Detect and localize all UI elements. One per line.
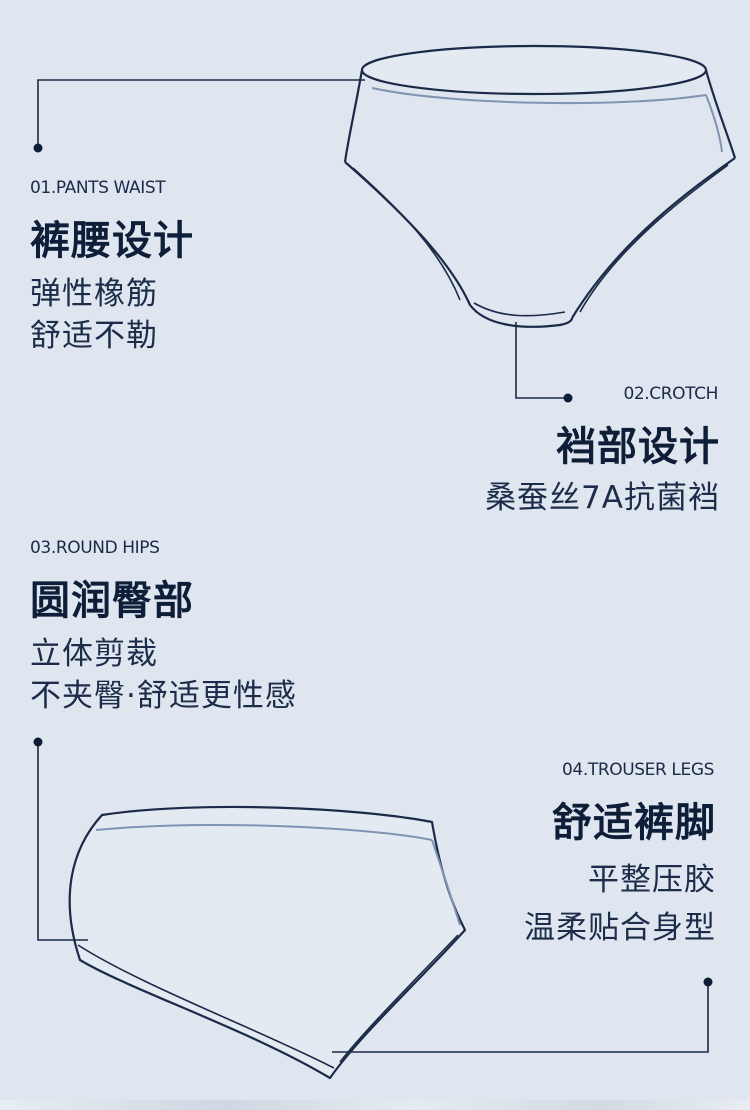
section-04-tag: 04.TROUSER LEGS: [562, 760, 714, 780]
section-01-line-1: 弹性橡筋: [30, 276, 158, 312]
section-04-line-1: 平整压胶: [588, 862, 716, 898]
bottom-decorative-strip: [0, 1100, 750, 1110]
callout-line-03: [37, 742, 88, 941]
callout-line-02: [515, 322, 568, 399]
section-03-title: 圆润臀部: [30, 578, 194, 624]
callout-dot-01: [33, 143, 43, 153]
callout-dot-04: [703, 977, 713, 987]
section-04-line-2: 温柔贴合身型: [524, 910, 716, 946]
callout-line-04: [332, 982, 709, 1053]
section-01-line-2: 舒适不勒: [30, 318, 158, 354]
callout-dot-03: [33, 737, 43, 747]
section-02-line-1: 桑蚕丝7A抗菌裆: [485, 480, 720, 516]
section-04-title: 舒适裤脚: [552, 800, 716, 846]
section-02-tag: 02.CROTCH: [623, 384, 718, 404]
callout-line-01: [37, 79, 365, 148]
briefs-side-illustration: [68, 805, 467, 1080]
section-03-tag: 03.ROUND HIPS: [30, 538, 160, 558]
callout-dot-02: [563, 393, 573, 403]
section-03-line-1: 立体剪裁: [30, 636, 158, 672]
section-01-tag: 01.PANTS WAIST: [30, 178, 166, 198]
briefs-front-illustration: [343, 44, 737, 328]
section-01-title: 裤腰设计: [30, 218, 194, 264]
section-03-line-2: 不夹臀·舒适更性感: [30, 678, 297, 714]
section-02-title: 裆部设计: [556, 424, 720, 470]
